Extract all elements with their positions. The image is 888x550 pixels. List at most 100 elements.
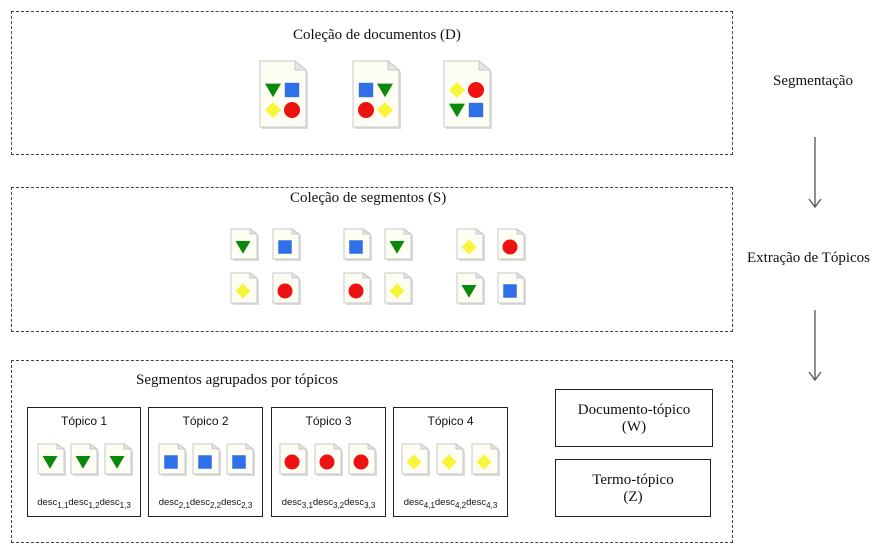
topic-box-3: Tópico 3 desc3,1desc3,2desc3,3: [271, 407, 386, 517]
triangle-icon: [75, 456, 91, 469]
segment-icon: [348, 443, 377, 476]
descriptor-label: desc1,1: [37, 497, 69, 510]
term-topic-label: Termo-tópico: [592, 472, 674, 488]
arrow-down-icon: [808, 137, 822, 209]
segment-icon: [384, 272, 413, 305]
segment-icon: [497, 228, 526, 261]
segment-icon: [343, 228, 372, 261]
segment-icon: [70, 443, 99, 476]
descriptor-label: desc2,3: [221, 497, 253, 510]
circle-icon: [468, 82, 484, 98]
segment-icon: [272, 272, 301, 305]
segment-icon: [456, 228, 485, 261]
segment-icon: [37, 443, 66, 476]
term-topic-box: Termo-tópico (Z): [555, 459, 711, 517]
topic-box-1: Tópico 1 desc1,1desc1,2desc1,3: [27, 407, 141, 517]
triangle-icon: [265, 83, 281, 98]
descriptor-label: desc3,3: [344, 497, 376, 510]
grouped-panel: [11, 360, 733, 543]
segment-icon: [230, 272, 259, 305]
segment-icon: [314, 443, 343, 476]
topic-descriptors: desc1,1desc1,2desc1,3: [28, 497, 140, 510]
topic-label: Tópico 1: [60, 414, 108, 428]
square-icon: [232, 455, 246, 469]
diamond-icon: [406, 454, 422, 470]
topic-descriptors: desc3,1desc3,2desc3,3: [272, 497, 385, 510]
documents-panel: [11, 11, 733, 155]
descriptor-label: desc1,2: [68, 497, 100, 510]
descriptor-label: desc4,1: [403, 497, 435, 510]
segments-title: Coleção de segmentos (S): [290, 190, 447, 206]
square-icon: [503, 284, 517, 298]
segment-icon: [272, 228, 301, 261]
square-icon: [164, 455, 178, 469]
descriptor-label: desc3,1: [281, 497, 313, 510]
circle-icon: [284, 454, 300, 470]
square-icon: [198, 455, 212, 469]
diamond-icon: [449, 82, 465, 98]
diamond-icon: [235, 283, 251, 299]
square-icon: [358, 82, 374, 98]
descriptor-label: desc1,3: [99, 497, 131, 510]
segments-panel: [11, 187, 733, 332]
triangle-icon: [377, 83, 393, 98]
descriptor-label: desc2,1: [158, 497, 190, 510]
diamond-icon: [476, 454, 492, 470]
diamond-icon: [389, 283, 405, 299]
circle-icon: [348, 283, 364, 299]
document-topic-label: Documento-tópico: [577, 402, 691, 418]
descriptor-label: desc4,3: [466, 497, 498, 510]
triangle-icon: [109, 456, 125, 469]
document-icon: [259, 60, 308, 129]
diamond-icon: [377, 102, 393, 118]
segment-icon: [471, 443, 500, 476]
descriptor-label: desc3,2: [312, 497, 345, 510]
segment-icon: [401, 443, 430, 476]
triangle-icon: [461, 285, 477, 298]
segment-icon: [384, 228, 413, 261]
circle-icon: [358, 102, 374, 118]
square-icon: [468, 102, 484, 118]
grouped-title: Segmentos agrupados por tópicos: [136, 372, 339, 388]
segment-icon: [158, 443, 187, 476]
segment-icon: [226, 443, 255, 476]
segment-icon: [230, 228, 259, 261]
circle-icon: [284, 102, 300, 118]
circle-icon: [319, 454, 335, 470]
document-icon: [443, 60, 492, 129]
segment-icon: [343, 272, 372, 305]
segment-icon: [497, 272, 526, 305]
topic-descriptors: desc4,1desc4,2desc4,3: [394, 497, 507, 510]
square-icon: [284, 82, 300, 98]
step-topic-extraction: Extração de Tópicos: [747, 250, 871, 266]
triangle-icon: [235, 241, 251, 254]
square-icon: [278, 240, 292, 254]
topic-label: Tópico 3: [305, 414, 352, 428]
arrow-down-icon: [808, 310, 822, 382]
triangle-icon: [389, 241, 405, 254]
square-icon: [349, 240, 363, 254]
document-topic-symbol: (W): [621, 419, 647, 435]
diamond-icon: [441, 454, 457, 470]
segment-icon: [456, 272, 485, 305]
step-segmentation: Segmentação: [773, 73, 853, 89]
topic-box-4: Tópico 4 desc4,1desc4,2desc4,3: [393, 407, 508, 517]
diamond-icon: [265, 102, 281, 118]
diamond-icon: [461, 239, 477, 255]
triangle-icon: [449, 103, 465, 118]
circle-icon: [353, 454, 369, 470]
segment-icon: [192, 443, 221, 476]
topic-label: Tópico 4: [427, 414, 474, 428]
documents-title: Coleção de documentos (D): [293, 27, 461, 43]
topic-box-2: Tópico 2 desc2,1desc2,2desc2,3: [148, 407, 263, 517]
document-icon: [352, 60, 401, 129]
circle-icon: [502, 239, 518, 255]
descriptor-label: desc4,2: [434, 497, 467, 510]
circle-icon: [277, 283, 293, 299]
term-topic-symbol: (Z): [623, 489, 643, 505]
topic-descriptors: desc2,1desc2,2desc2,3: [149, 497, 262, 510]
document-topic-box: Documento-tópico (W): [555, 389, 713, 447]
triangle-icon: [42, 456, 58, 469]
descriptor-label: desc2,2: [189, 497, 222, 510]
segment-icon: [279, 443, 308, 476]
